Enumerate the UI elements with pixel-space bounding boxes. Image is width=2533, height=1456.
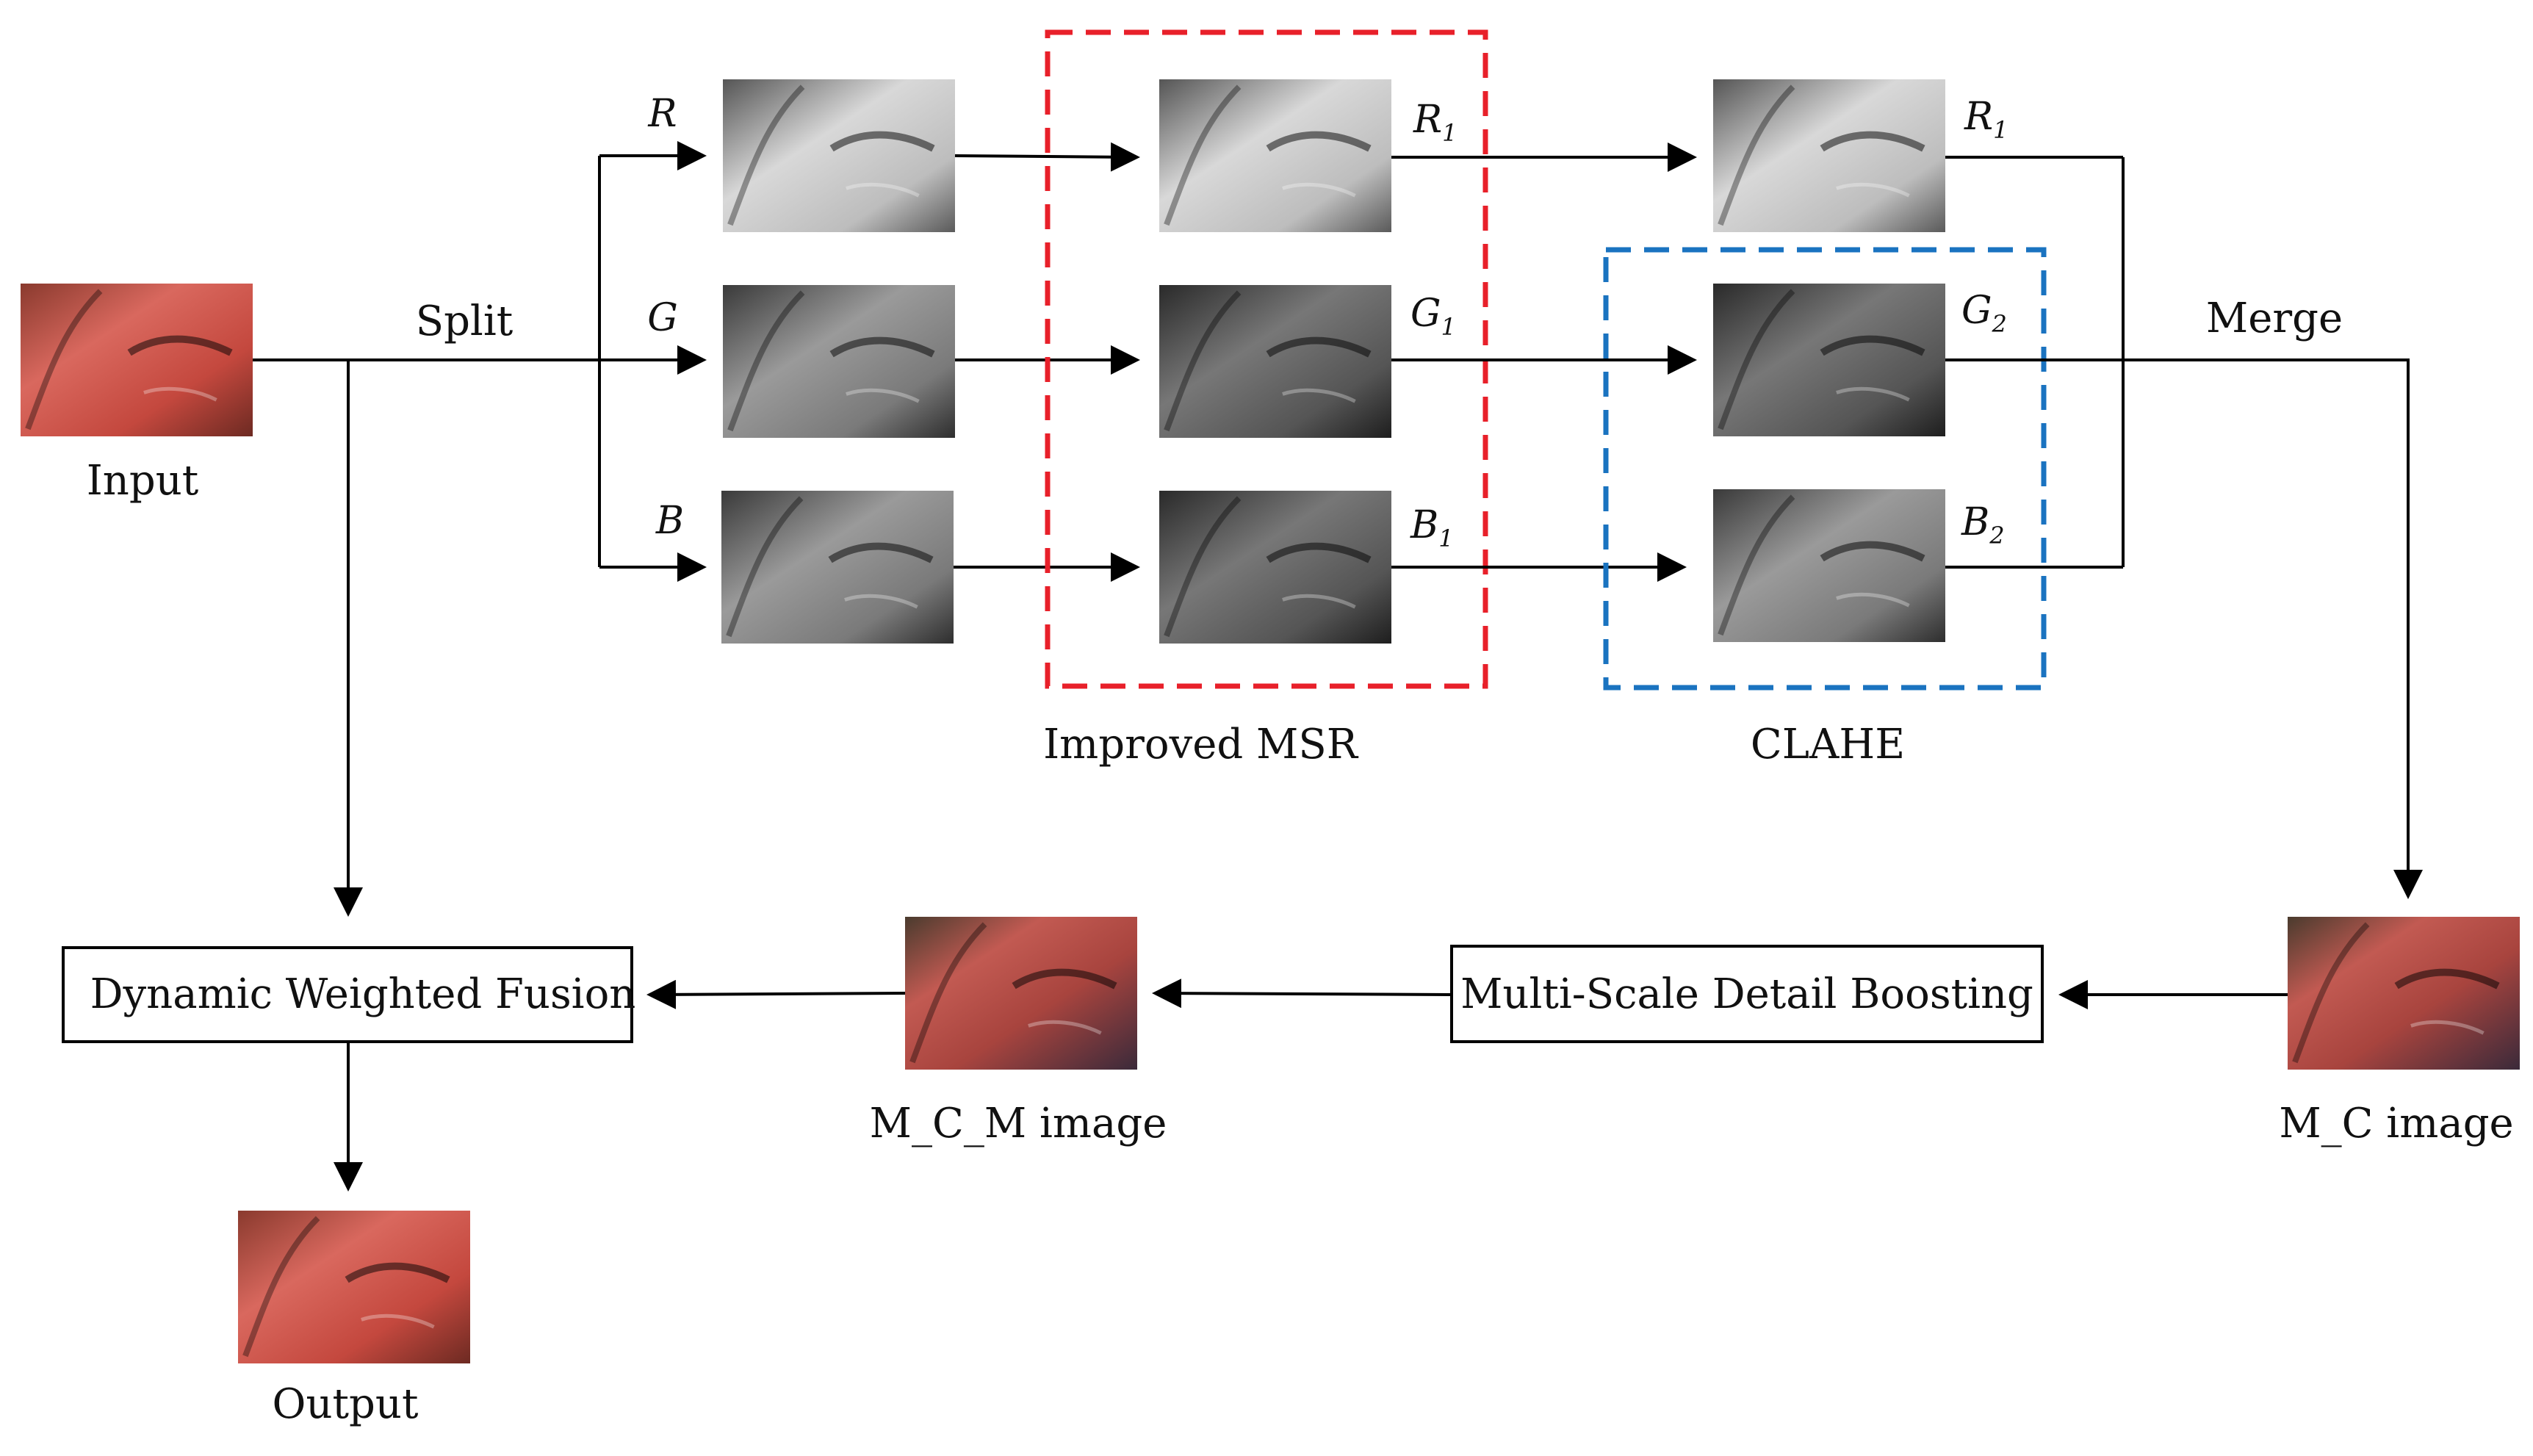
- g2-image: [1713, 284, 1945, 436]
- g1-label: G1: [1410, 292, 1456, 341]
- b1-label: B1: [1410, 503, 1454, 552]
- g1-image: [1159, 285, 1391, 438]
- g-channel-image: [723, 285, 955, 438]
- detail-boosting-label: Multi-Scale Detail Boosting: [1460, 970, 2033, 1018]
- arrow-boost-to-mcm: [1152, 979, 1452, 1009]
- channel-g-label: G: [647, 296, 678, 340]
- b-channel-image: [721, 491, 954, 644]
- mcm-image: [905, 917, 1137, 1070]
- merge-to-mc: [1945, 358, 2423, 899]
- arrow-mcm-to-fusion: [646, 979, 906, 1009]
- b1-image: [1159, 491, 1391, 644]
- r-channel-image: [723, 79, 955, 232]
- r-out-image: [1713, 79, 1945, 232]
- output-image: [238, 1211, 470, 1363]
- channel-r-label: R: [647, 92, 677, 136]
- g2-label: G2: [1961, 289, 2007, 338]
- r1-image: [1159, 79, 1391, 232]
- clahe-box: [1603, 247, 2047, 691]
- fusion-box: [62, 946, 633, 1043]
- input-image: [21, 284, 253, 436]
- mc-image: [2288, 917, 2520, 1070]
- output-label: Output: [273, 1380, 419, 1428]
- channel-b-label: B: [655, 499, 684, 543]
- r1-label: R1: [1413, 98, 1458, 147]
- detail-boosting-box: [1450, 945, 2044, 1043]
- mc-label: M_C image: [2279, 1100, 2513, 1147]
- clahe-label: CLAHE: [1751, 721, 1905, 768]
- input-label: Input: [87, 457, 199, 505]
- r-out-label: R1: [1964, 95, 2008, 144]
- b2-label: B2: [1961, 500, 2005, 549]
- arrow-r-to-msr: [954, 142, 1140, 172]
- merge-label: Merge: [2206, 295, 2343, 342]
- fusion-label: Dynamic Weighted Fusion: [90, 970, 636, 1018]
- improved-msr-label: Improved MSR: [1043, 721, 1359, 768]
- mcm-label: M_C_M image: [870, 1100, 1167, 1147]
- split-label: Split: [416, 298, 514, 345]
- b2-image: [1713, 489, 1945, 642]
